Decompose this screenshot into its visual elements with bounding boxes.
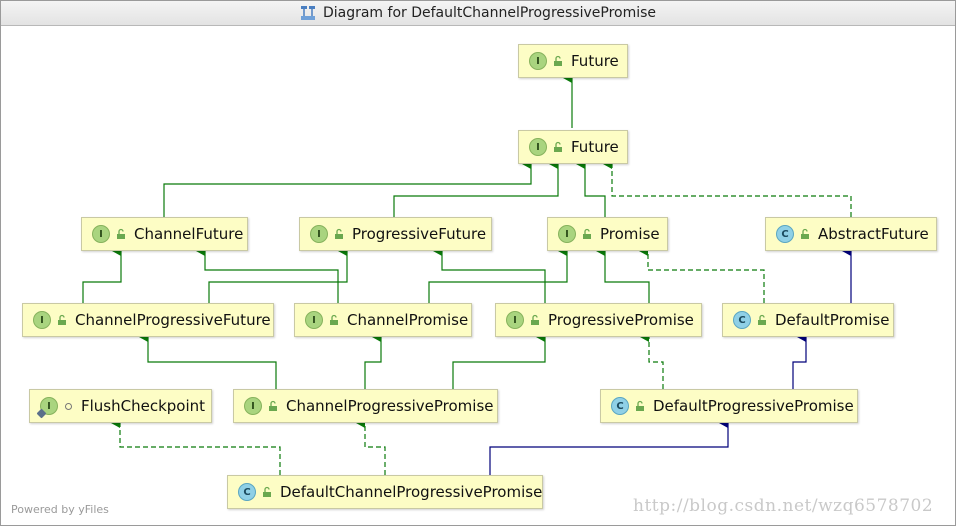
diagram-canvas[interactable]: I Future I Future I ChannelFuture I Prog… [1,26,955,525]
class-icon: C [238,483,256,501]
node-channel-future[interactable]: I ChannelFuture [81,217,248,251]
node-future[interactable]: I Future [518,130,628,164]
node-label: Future [571,138,619,156]
unlock-icon [554,55,562,66]
edge-channelfuture-extends-future [163,159,532,217]
node-label: DefaultChannelProgressivePromise [280,483,543,501]
edge-cpf-extends-progressivefuture [208,246,348,303]
node-label: FlushCheckpoint [81,397,206,415]
powered-by-label: Powered by yFiles [11,503,109,516]
node-label: DefaultProgressivePromise [653,397,854,415]
edge-progressivefuture-extends-future [393,159,559,217]
edge-cpp-extends-progressivepromise [452,332,546,389]
class-icon: C [733,311,751,329]
pin-icon [36,408,47,419]
unlock-icon [117,228,125,239]
unlock-icon [335,228,343,239]
node-abstract-future[interactable]: C AbstractFuture [765,217,937,251]
node-future-top[interactable]: I Future [518,44,628,78]
interface-icon: I [529,52,547,70]
edge-progressivepromise-extends-progressivefuture [433,246,546,303]
node-label: Promise [600,225,660,243]
window-title: Diagram for DefaultChannelProgressivePro… [322,5,657,21]
node-default-promise[interactable]: C DefaultPromise [722,303,894,337]
inheritance-edges [82,73,852,475]
node-label: Future [571,52,619,70]
interface-icon: I [33,311,51,329]
unlock-icon [531,314,539,325]
edge-progressivepromise-extends-promise [596,246,650,303]
unlock-icon [330,314,338,325]
edge-defaultpromise-implements-promise [639,246,765,303]
node-channel-promise[interactable]: I ChannelPromise [294,303,472,337]
watermark: http://blog.csdn.net/wzq6578702 [633,496,934,516]
node-label: ChannelFuture [134,225,244,243]
class-icon: C [611,397,629,415]
interface-icon: I [529,138,547,156]
unlock-icon [269,400,277,411]
edge-abstractfuture-implements-future [603,159,852,217]
node-progressive-promise[interactable]: I ProgressivePromise [495,303,702,337]
node-label: ProgressivePromise [548,311,694,329]
node-label: ChannelProgressiveFuture [75,311,271,329]
interface-icon: I [305,311,323,329]
node-label: DefaultPromise [775,311,890,329]
interface-icon: I [310,225,328,243]
node-channel-progressive-promise[interactable]: I ChannelProgressivePromise [233,389,498,423]
edge-dpp-extends-defaultpromise [792,332,807,389]
package-private-icon [65,402,72,410]
edge-dcpp-implements-flushcheckpoint [111,418,281,475]
edge-channelpromise-extends-channelfuture [196,246,339,303]
title-bar: Diagram for DefaultChannelProgressivePro… [1,1,955,26]
edge-cpp-extends-cpf [139,332,277,389]
node-flush-checkpoint[interactable]: I FlushCheckpoint [29,389,212,423]
unlock-icon [58,314,66,325]
node-label: AbstractFuture [818,225,929,243]
edge-cpf-extends-channelfuture [82,246,122,303]
unlock-icon [758,314,766,325]
interface-icon: I [558,225,576,243]
node-label: ChannelProgressivePromise [286,397,494,415]
interface-icon: I [506,311,524,329]
unlock-icon [263,486,271,497]
node-label: ProgressiveFuture [352,225,487,243]
interface-icon: I [92,225,110,243]
interface-icon: I [36,397,58,419]
node-promise[interactable]: I Promise [547,217,668,251]
unlock-icon [636,400,644,411]
edge-channelpromise-extends-promise [428,246,568,303]
unlock-icon [583,228,591,239]
edge-promise-extends-future [576,159,606,217]
node-default-channel-progressive-promise[interactable]: C DefaultChannelProgressivePromise [227,475,543,509]
edge-dcpp-implements-cpp [356,418,386,475]
edge-cpp-extends-channelpromise [364,332,382,389]
node-default-progressive-promise[interactable]: C DefaultProgressivePromise [600,389,858,423]
unlock-icon [554,141,562,152]
edge-dcpp-extends-dpp [489,418,729,475]
interface-icon: I [244,397,262,415]
node-progressive-future[interactable]: I ProgressiveFuture [299,217,492,251]
hierarchy-icon [300,6,315,20]
unlock-icon [801,228,809,239]
node-label: ChannelPromise [347,311,469,329]
abstract-class-icon: C [776,225,794,243]
edge-dpp-implements-progressivepromise [640,332,664,389]
node-channel-progressive-future[interactable]: I ChannelProgressiveFuture [22,303,274,337]
